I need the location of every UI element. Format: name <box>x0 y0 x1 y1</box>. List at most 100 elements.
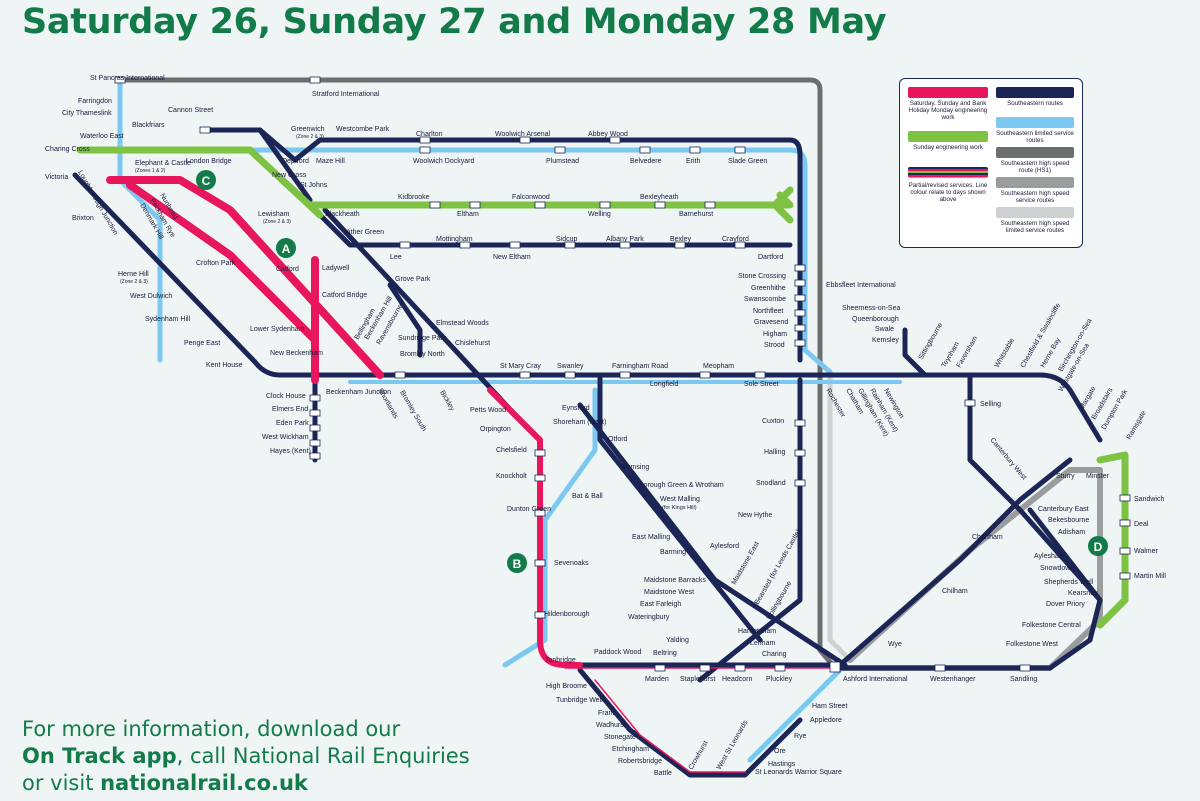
station-label: Snowdown <box>1040 565 1074 572</box>
station-label: Adisham <box>1058 529 1085 536</box>
station-marker <box>459 241 471 249</box>
station-label: New Hythe <box>738 512 772 519</box>
station-label: Woolwich Dockyard <box>413 158 474 165</box>
info-line-1: For more information, download our <box>22 717 401 741</box>
station-label: New Eltham <box>493 254 531 261</box>
station-label: Crofton Park <box>196 260 236 267</box>
svg-text:A: A <box>282 242 291 256</box>
station-label: Faversham <box>956 335 980 369</box>
station-label: Halling <box>764 449 786 456</box>
station-marker <box>519 371 531 379</box>
station-marker <box>1119 494 1131 502</box>
station-label: Cannon Street <box>168 107 213 114</box>
route-chatham-main <box>72 172 1103 443</box>
station-label: Hastings <box>768 761 796 768</box>
closure-bexleyheath <box>306 186 794 224</box>
badge-a <box>276 238 296 258</box>
station-label: West Malling <box>660 496 700 503</box>
station-label: Whitstable <box>994 337 1016 369</box>
station-marker <box>564 241 576 249</box>
closure-badges: A B C D <box>196 170 1108 573</box>
app-name[interactable]: On Track app <box>22 744 177 768</box>
station-label: Belvedere <box>630 158 662 165</box>
station-label: Ham Street <box>812 703 847 710</box>
station-marker <box>794 479 806 487</box>
station-label: Aylesford <box>710 543 739 550</box>
station-label: Eynsford <box>562 405 590 412</box>
station-marker <box>794 264 806 272</box>
station-label: Frant <box>598 710 614 717</box>
station-marker <box>699 371 711 379</box>
station-label: Lenham <box>750 640 775 647</box>
station-marker <box>554 146 566 154</box>
station-label: Elmers End <box>272 406 308 413</box>
closure-d <box>1096 451 1129 629</box>
legend-swatch-high-speed <box>996 177 1074 188</box>
station-marker <box>794 324 806 332</box>
station-label: Longfield <box>650 381 679 388</box>
station-marker <box>734 241 746 249</box>
hs1-route <box>117 77 838 671</box>
station-label: Hildenborough <box>544 611 590 618</box>
website-link[interactable]: nationalrail.co.uk <box>100 771 308 795</box>
legend-swatch-limited <box>996 117 1074 128</box>
station-label: Westcombe Park <box>336 126 390 133</box>
station-label: Appledore <box>810 717 842 724</box>
station-label: Victoria <box>45 174 68 181</box>
station-label: Plumstead <box>546 158 579 165</box>
route-swanley <box>477 372 763 643</box>
station-label: Beckenham Junction <box>326 389 391 396</box>
station-label: Mottingham <box>436 236 473 243</box>
station-label: Kemsing <box>622 464 649 471</box>
station-marker <box>699 664 711 672</box>
station-label: Catford <box>276 266 299 273</box>
station-label: Minster <box>1086 473 1110 480</box>
station-marker <box>774 664 786 672</box>
station-label: St Mary Cray <box>500 363 541 370</box>
station-marker <box>609 136 621 144</box>
station-label: Albany Park <box>606 236 644 243</box>
station-marker <box>419 136 431 144</box>
station-label: Sydenham Hill <box>145 316 191 323</box>
legend-label-southeastern: Southeastern routes <box>1007 100 1063 107</box>
station-label: Shepherds Well <box>1044 579 1094 586</box>
station-label: Bekesbourne <box>1048 517 1089 524</box>
station-label: Meopham <box>703 363 734 370</box>
legend-label-hs1: Southeastern high speed route (HS1) <box>1000 160 1070 174</box>
station-label: Maidstone Barracks <box>644 577 706 584</box>
legend-label-sunday: Sunday engineering work <box>913 144 983 151</box>
station-label: City Thameslink <box>62 110 112 117</box>
station-label: Ashford International <box>843 676 908 683</box>
station-label: Sheerness-on-Sea <box>842 305 900 312</box>
station-marker <box>309 439 321 447</box>
station-marker <box>654 201 666 209</box>
station-label: Bexley <box>670 236 692 243</box>
station-label: New Beckenham <box>270 350 323 357</box>
station-label: East Farleigh <box>640 601 681 608</box>
station-label: St Leonards Warrior Square <box>755 769 842 776</box>
station-marker <box>509 241 521 249</box>
station-label: Deal <box>1134 521 1149 528</box>
station-label: Marden <box>645 676 669 683</box>
station-label: Gravesend <box>754 319 788 326</box>
legend-swatch-partial <box>908 167 988 178</box>
station-label: Chestfield & Swalecliffe <box>1020 302 1063 369</box>
station-marker <box>794 294 806 302</box>
station-label: Etchingham <box>612 746 649 753</box>
station-label: Battle <box>654 770 672 777</box>
station-label: New Cross <box>272 172 307 179</box>
svg-text:D: D <box>1094 540 1103 554</box>
station-marker <box>689 146 701 154</box>
station-label: Canterbury West <box>988 437 1027 482</box>
station-label: Wadhurst <box>596 722 626 729</box>
station-marker <box>1019 664 1031 672</box>
station-label: Deptford <box>282 158 309 165</box>
station-label: Kent House <box>206 362 243 369</box>
station-marker <box>309 452 321 460</box>
station-label: Sidcup <box>556 236 578 243</box>
station-label: Slade Green <box>728 158 767 165</box>
station-label: Hither Green <box>344 229 384 236</box>
station-label: Orpington <box>480 426 511 433</box>
station-label: Abbey Wood <box>588 131 628 138</box>
